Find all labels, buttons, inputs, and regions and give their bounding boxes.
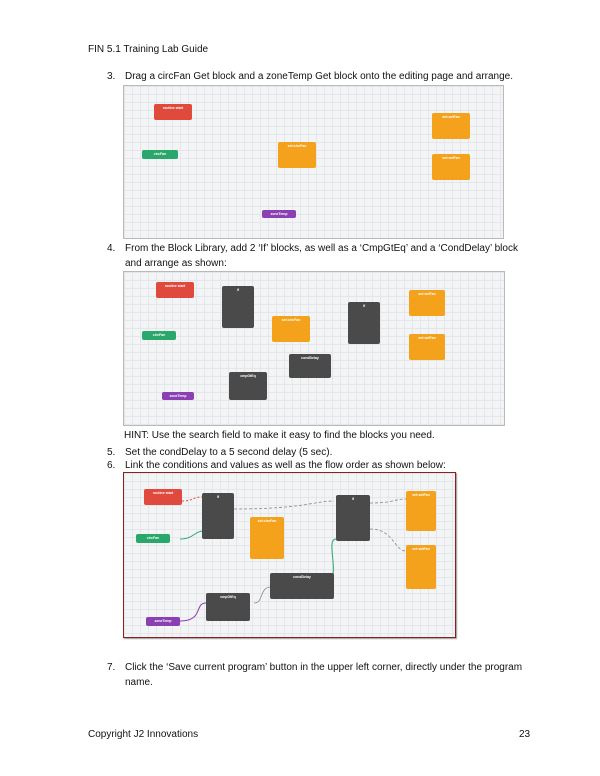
zonetemp-get-block: zoneTemp [262, 210, 296, 218]
cond-delay-block: condDelay [270, 573, 334, 599]
zonetemp-get-block: zoneTemp [146, 617, 180, 626]
set-circfan-block: set:circFan [278, 142, 316, 168]
page-number: 23 [519, 729, 531, 740]
document-header: FIN 5.1 Training Lab Guide [88, 44, 209, 55]
routine-start-block: routine start [156, 282, 194, 298]
cmpgteq-block: cmpGtEq [229, 372, 267, 400]
step-3: 3. Drag a circFan Get block and a zoneTe… [107, 69, 527, 84]
set-circfan-block: set:circFan [250, 517, 284, 559]
step-text: From the Block Library, add 2 ‘If’ block… [125, 243, 518, 269]
step-5: 5. Set the condDelay to a 5 second delay… [107, 445, 527, 460]
if-block-2: if [336, 495, 370, 541]
routine-start-block: routine start [144, 489, 182, 505]
cond-delay-block: condDelay [289, 354, 331, 378]
if-block: if [202, 493, 234, 539]
connection-wires [179, 496, 407, 622]
step-text: Set the condDelay to a 5 second delay (5… [125, 447, 333, 458]
step-number: 5. [107, 447, 116, 458]
screenshot-step-3-canvas: routine start set:setFan set:circFan set… [123, 85, 504, 239]
set-fan-block-2: set:setFan [432, 154, 470, 180]
circfan-get-block: circFan [142, 150, 178, 159]
circfan-get-block: circFan [136, 534, 170, 543]
step-number: 4. [107, 243, 116, 254]
step-number: 6. [107, 460, 116, 471]
footer-copyright: Copyright J2 Innovations [88, 729, 199, 740]
hint-text: HINT: Use the search field to make it ea… [124, 430, 435, 441]
screenshot-step-4-canvas: routine start if set:circFan if set:setF… [123, 271, 505, 426]
step-number: 7. [107, 662, 116, 673]
if-block-2: if [348, 302, 380, 344]
routine-start-block: routine start [154, 104, 192, 120]
step-7: 7. Click the ‘Save current program’ butt… [107, 660, 527, 690]
cmpgteq-block: cmpGtEq [206, 593, 250, 621]
screenshot-step-6-canvas: routine start if set:circFan if set:setF… [123, 472, 456, 638]
circfan-get-block: circFan [142, 331, 176, 340]
set-fan-block: set:setFan [406, 491, 436, 531]
step-text: Link the conditions and values as well a… [125, 460, 446, 471]
zonetemp-get-block: zoneTemp [162, 392, 194, 400]
set-fan-block-2: set:setFan [409, 334, 445, 360]
if-block: if [222, 286, 254, 328]
set-fan-block-2: set:setFan [406, 545, 436, 589]
step-6: 6. Link the conditions and values as wel… [107, 458, 527, 473]
step-4: 4. From the Block Library, add 2 ‘If’ bl… [107, 241, 527, 271]
step-number: 3. [107, 71, 116, 82]
step-text: Click the ‘Save current program’ button … [125, 662, 523, 688]
step-text: Drag a circFan Get block and a zoneTemp … [125, 71, 514, 82]
set-circfan-block: set:circFan [272, 316, 310, 342]
set-fan-block: set:setFan [409, 290, 445, 316]
set-fan-block: set:setFan [432, 113, 470, 139]
